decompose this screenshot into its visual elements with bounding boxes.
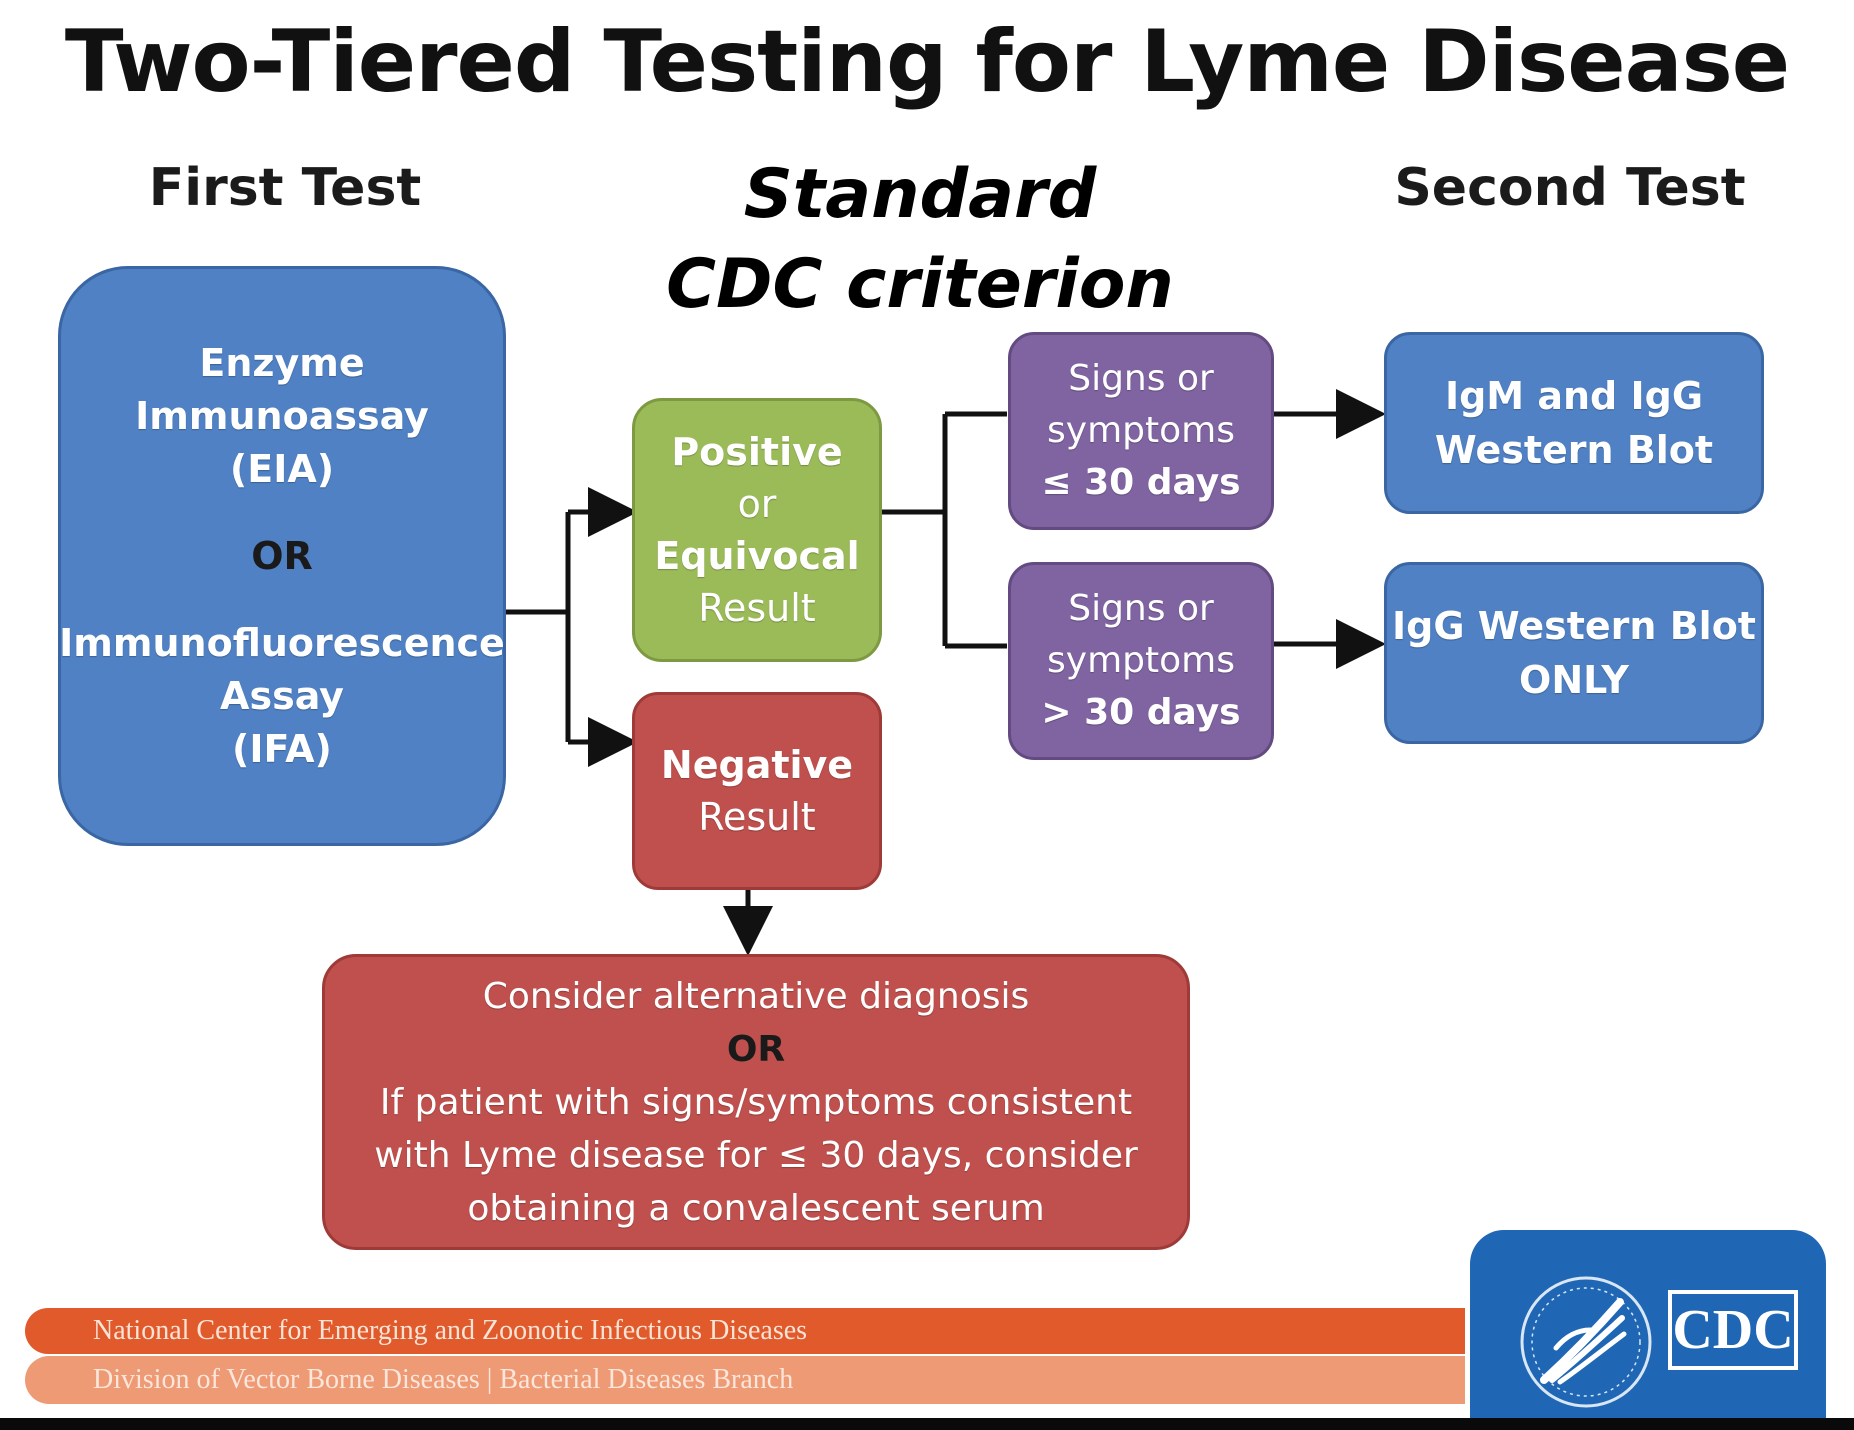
igm-igg-line-2: Western Blot: [1434, 428, 1714, 472]
long-symptoms-line-3: > 30 days: [1041, 692, 1241, 733]
first-test-line-2: Immunoassay: [135, 393, 429, 438]
cdc-criterion-label: Standard CDC criterion: [600, 150, 1240, 330]
first-test-line-5: Immunofluorescence: [59, 620, 505, 665]
short-symptoms-line-2: symptoms: [1047, 410, 1235, 451]
short-symptoms-line-1: Signs or: [1068, 358, 1214, 399]
igm-igg-western-blot-box: IgM and IgG Western Blot: [1384, 332, 1764, 514]
positive-line-2: or: [737, 482, 777, 526]
negative-result-box: Negative Result: [632, 692, 882, 890]
criterion-line-2: CDC criterion: [666, 245, 1174, 324]
igm-igg-line-1: IgM and IgG: [1444, 374, 1704, 418]
long-symptoms-line-1: Signs or: [1068, 588, 1214, 629]
footer-center-band: National Center for Emerging and Zoonoti…: [25, 1308, 1465, 1354]
first-test-line-7: (IFA): [232, 726, 332, 771]
long-symptoms-box: Signs or symptoms > 30 days: [1008, 562, 1274, 760]
cdc-logo-text: CDC: [1668, 1290, 1798, 1370]
igg-only-western-blot-box: IgG Western Blot ONLY: [1384, 562, 1764, 744]
positive-line-4: Result: [698, 586, 816, 630]
alternative-line-5: obtaining a convalescent serum: [467, 1187, 1045, 1229]
positive-line-3: Equivocal: [654, 534, 860, 578]
negative-line-2: Result: [698, 795, 816, 839]
short-symptoms-line-3: ≤ 30 days: [1041, 462, 1241, 503]
negative-line-1: Negative: [660, 743, 854, 787]
first-test-line-6: Assay: [220, 673, 344, 718]
second-test-header: Second Test: [1394, 158, 1746, 218]
first-test-header: First Test: [148, 158, 422, 218]
first-test-line-3: (EIA): [229, 446, 335, 491]
alternative-or: OR: [726, 1028, 786, 1070]
igg-only-line-1: IgG Western Blot: [1392, 604, 1756, 648]
first-test-or: OR: [251, 533, 313, 578]
hhs-eagle-icon: [1520, 1276, 1652, 1408]
igg-only-line-2: ONLY: [1519, 658, 1629, 702]
criterion-line-1: Standard: [743, 155, 1097, 234]
alternative-line-4: with Lyme disease for ≤ 30 days, conside…: [374, 1134, 1138, 1176]
alternative-line-1: Consider alternative diagnosis: [482, 975, 1030, 1017]
diagram-title: Two-Tiered Testing for Lyme Disease: [64, 12, 1790, 112]
positive-line-1: Positive: [671, 430, 843, 474]
footer-division-band: Division of Vector Borne Diseases | Bact…: [25, 1356, 1465, 1404]
first-test-box: Enzyme Immunoassay (EIA) OR Immunofluore…: [58, 266, 506, 846]
bottom-bar: [0, 1418, 1854, 1430]
positive-result-box: Positive or Equivocal Result: [632, 398, 882, 662]
cdc-logo-panel: [1470, 1230, 1826, 1420]
alternative-line-3: If patient with signs/symptoms consisten…: [379, 1081, 1133, 1123]
alternative-diagnosis-box: Consider alternative diagnosis OR If pat…: [322, 954, 1190, 1250]
first-test-line-1: Enzyme: [199, 340, 365, 385]
long-symptoms-line-2: symptoms: [1047, 640, 1235, 681]
short-symptoms-box: Signs or symptoms ≤ 30 days: [1008, 332, 1274, 530]
